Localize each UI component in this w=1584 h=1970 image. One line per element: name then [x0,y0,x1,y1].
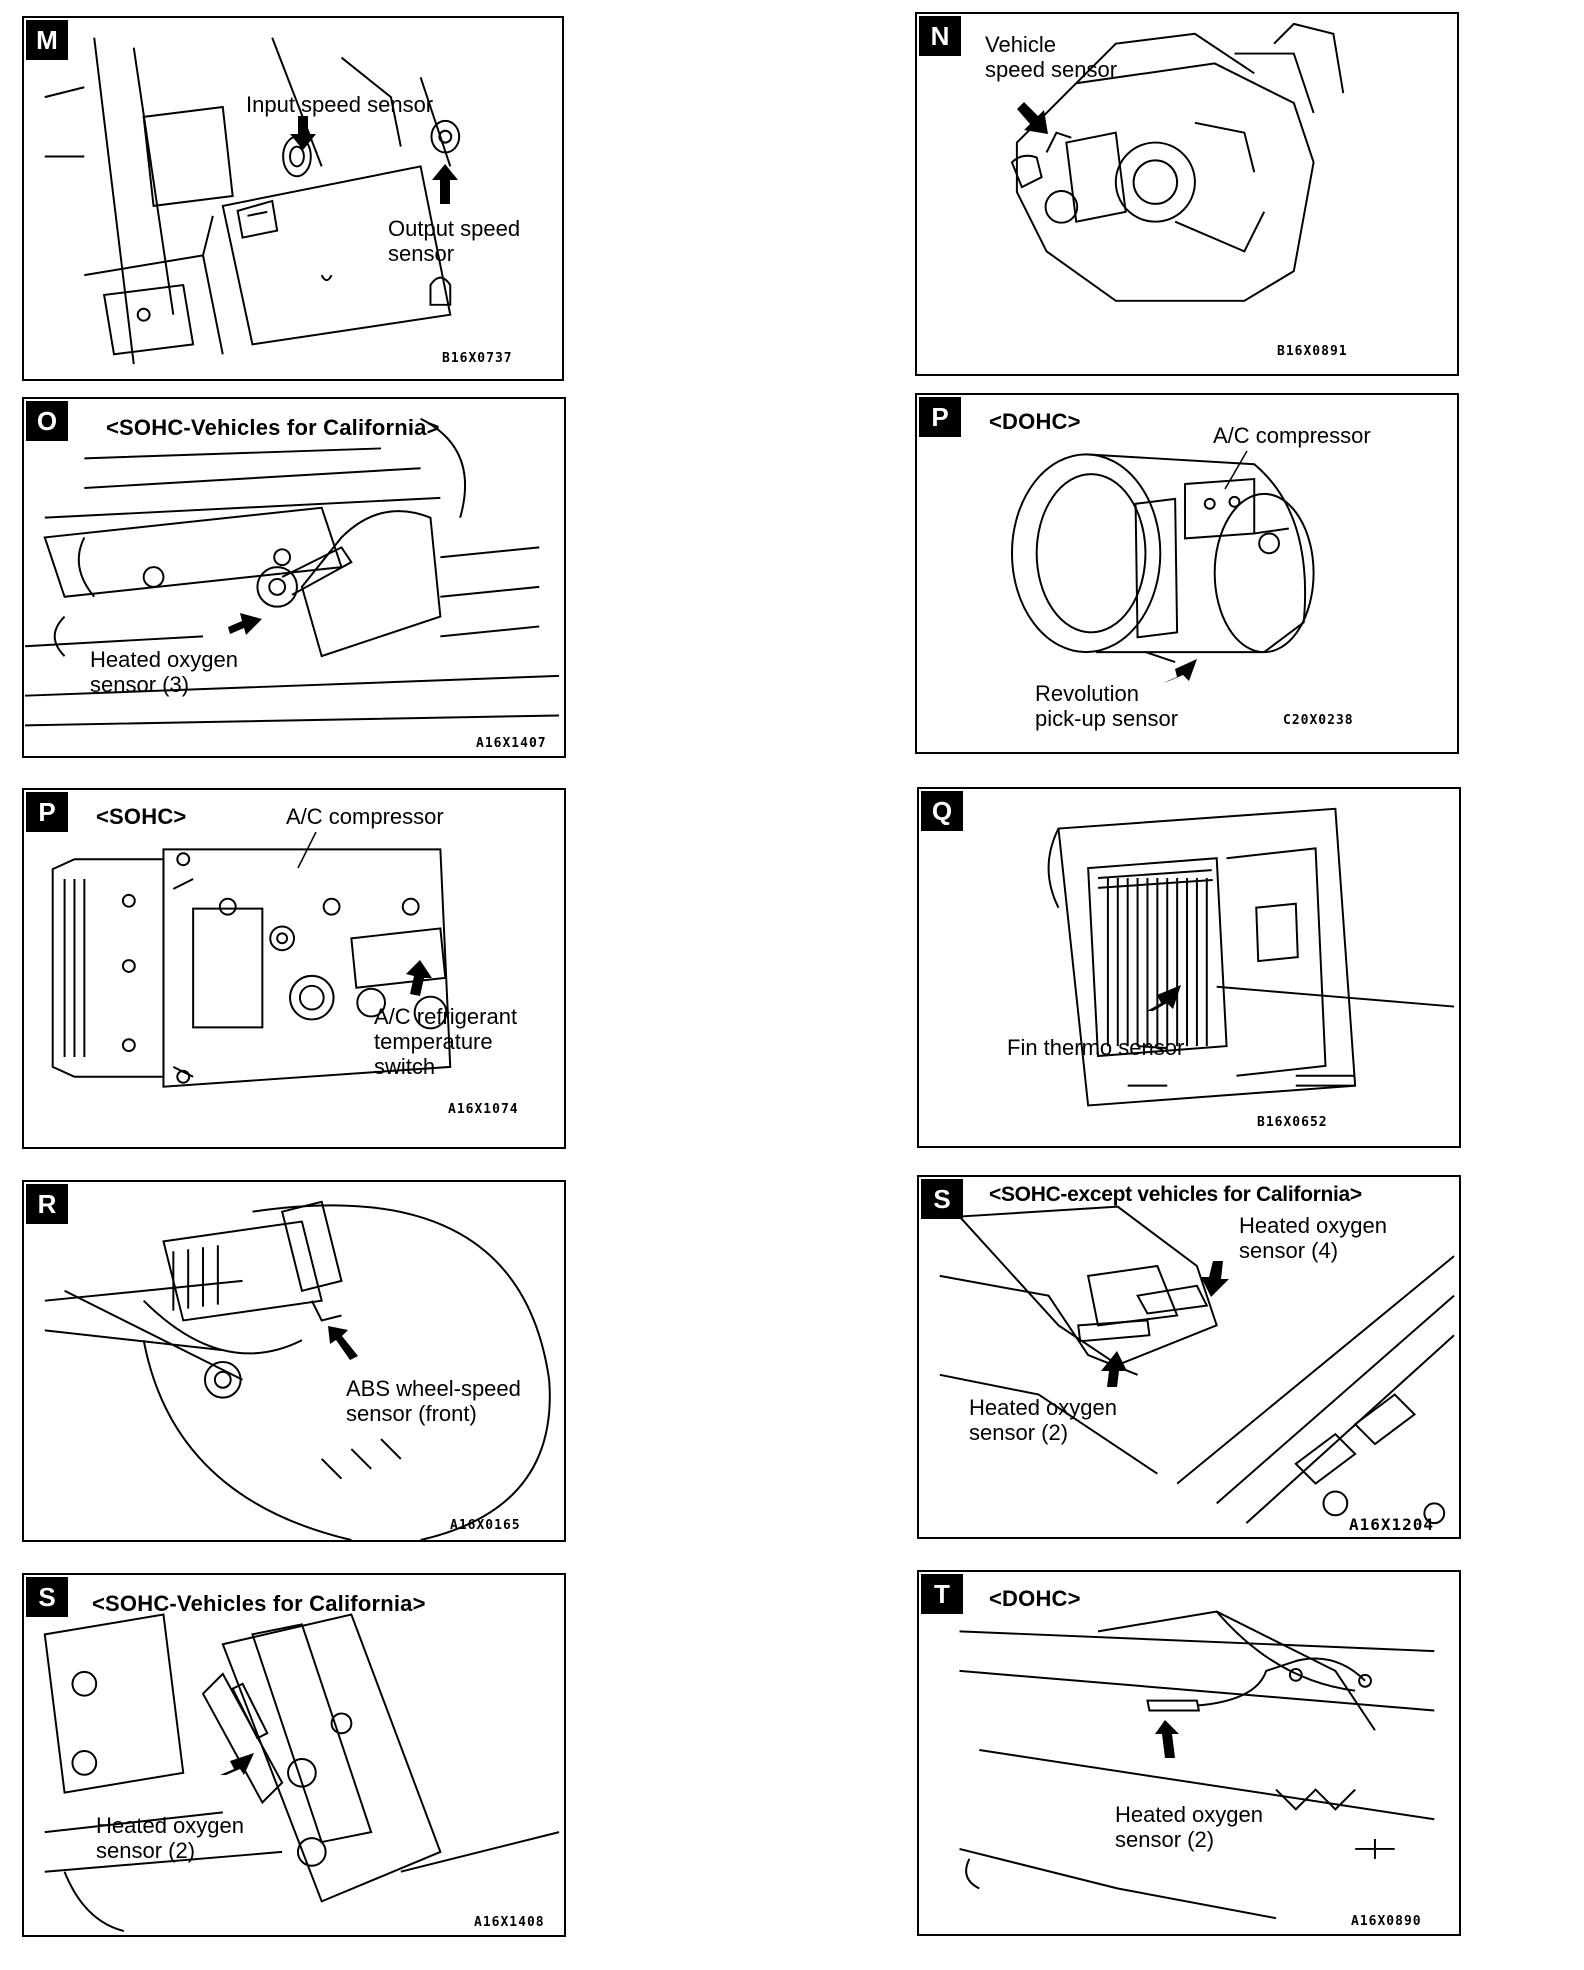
output-speed-sensor-label-line1: Output speed [388,216,521,241]
transaxle-illustration [1010,22,1345,302]
revolution-pickup-sensor-label-line2: pick-up sensor [1035,706,1179,731]
panel-heading: <SOHC-Vehicles for California> [106,415,440,440]
heated-oxygen-sensor-2-label-line1: Heated oxygen [969,1395,1117,1420]
panel-heading: <DOHC> [989,1586,1081,1611]
panel-letter: P [26,792,68,832]
ac-compressor-illustration [1010,453,1315,663]
vehicle-speed-sensor-label-line2: speed sensor [985,57,1118,82]
panel-letter: P [919,397,961,437]
evaporator-illustration [1047,807,1455,1107]
panel-letter: R [26,1184,68,1224]
panel-letter: M [26,20,68,60]
heated-oxygen-sensor-4-label-line2: sensor (4) [1239,1238,1339,1263]
figure-code: B16X0737 [442,351,513,366]
input-speed-sensor-label: Input speed sensor [246,92,434,117]
panel-s-california: S <SOHC-Vehicles for California> Heated … [22,1573,566,1937]
panel-heading: <DOHC> [989,409,1081,434]
exhaust-underbody-illustration [959,1610,1435,1920]
panel-q: Q Fin thermo sensor B16X0652 [917,787,1461,1148]
arrow-up-left-icon [328,1326,358,1360]
ac-compressor-label: A/C compressor [1213,423,1371,448]
heated-oxygen-sensor-label-line2: sensor (2) [96,1838,196,1863]
exhaust-pipe-california-illustration [43,1613,560,1933]
heated-oxygen-sensor-label-line1: Heated oxygen [1115,1802,1263,1827]
arrow-up-icon [1101,1351,1127,1387]
heated-oxygen-sensor-label-line2: sensor (3) [90,672,190,697]
panel-heading: <SOHC> [96,804,187,829]
panel-p-sohc: P <SOHC> A/C compressor A/C refrigerant … [22,788,566,1149]
heated-oxygen-sensor-label-line1: Heated oxygen [90,647,238,672]
panel-o: O <SOHC-Vehicles for California> Heated … [22,397,566,758]
arrow-up-right-icon [220,1753,254,1775]
heated-oxygen-sensor-label-line2: sensor (2) [1115,1827,1215,1852]
figure-code: A16X0890 [1351,1914,1422,1929]
arrow-right-icon [228,613,262,635]
figure-code: A16X1074 [448,1102,519,1117]
arrow-up-icon [406,960,432,996]
panel-n: N Vehicle speed sensor B16X0891 [915,12,1459,376]
arrow-down-right-icon [1017,102,1048,134]
ac-refrigerant-temperature-switch-label-line3: switch [374,1054,436,1079]
figure-code: B16X0652 [1257,1115,1328,1130]
panel-letter: S [26,1577,68,1617]
output-speed-sensor-label-line2: sensor [388,241,455,266]
arrow-up-right-icon [1163,659,1197,683]
figure-code: B16X0891 [1277,344,1348,359]
ac-compressor-side-illustration [51,848,452,1088]
vehicle-speed-sensor-label-line1: Vehicle [985,32,1056,57]
heated-oxygen-sensor-label-line1: Heated oxygen [96,1813,244,1838]
panel-t: T <DOHC> Heated oxygen sensor (2) A16X08… [917,1570,1461,1936]
figure-code: A16X0165 [450,1518,521,1533]
arrow-up-icon [1155,1720,1179,1758]
ac-compressor-label: A/C compressor [286,804,444,829]
ac-refrigerant-temperature-switch-label-line1: A/C refrigerant [374,1004,518,1029]
figure-code: A16X1407 [476,736,547,751]
panel-letter: N [919,16,961,56]
arrow-up-icon [432,164,458,204]
panel-heading: <SOHC-except vehicles for California> [989,1183,1362,1206]
ac-refrigerant-temperature-switch-label-line2: temperature [374,1029,493,1054]
arrow-down-icon [290,116,316,150]
panel-letter: Q [921,791,963,831]
abs-wheel-speed-sensor-label-line2: sensor (front) [346,1401,477,1426]
figure-code: A16X1204 [1349,1515,1435,1534]
revolution-pickup-sensor-label-line1: Revolution [1035,681,1139,706]
front-wheel-illustration [44,1200,551,1540]
panel-s-except-california: S <SOHC-except vehicles for California> … [917,1175,1461,1539]
figure-code: A16X1408 [474,1915,545,1930]
panel-p-dohc: P <DOHC> A/C compressor Revolution pick-… [915,393,1459,754]
panel-heading: <SOHC-Vehicles for California> [92,1591,426,1616]
fin-thermo-sensor-label: Fin thermo sensor [1007,1035,1185,1060]
arrow-up-right-icon [1147,985,1181,1011]
panel-r: R ABS wheel-speed sensor (front) A16X016… [22,1180,566,1542]
heated-oxygen-sensor-2-label-line2: sensor (2) [969,1420,1069,1445]
panel-letter: T [921,1574,963,1614]
heated-oxygen-sensor-4-label-line1: Heated oxygen [1239,1213,1387,1238]
figure-code: C20X0238 [1283,713,1354,728]
panel-letter: O [26,401,68,441]
arrow-down-icon [1201,1261,1229,1297]
panel-m: M Input speed sensor Output speed sensor… [22,16,564,381]
transmission-illustration [44,37,461,365]
leader-line [297,832,317,869]
panel-letter: S [921,1179,963,1219]
abs-wheel-speed-sensor-label-line1: ABS wheel-speed [346,1376,521,1401]
leader-line [1224,451,1248,490]
exhaust-manifold-illustration [24,417,560,727]
